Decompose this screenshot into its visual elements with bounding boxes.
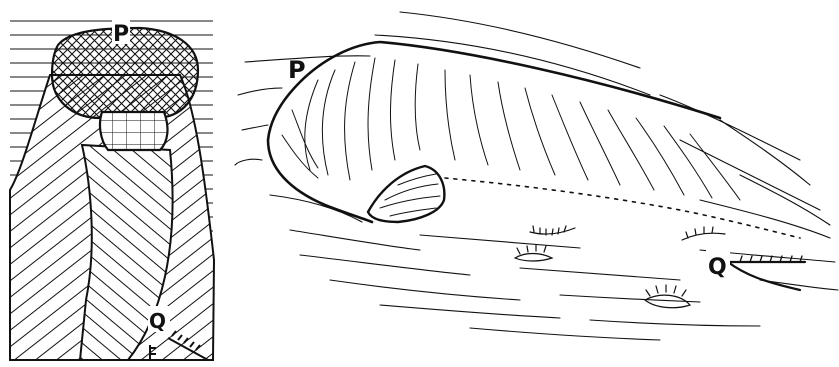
label-p-right: P <box>288 56 306 84</box>
label-p-left: P <box>113 22 129 47</box>
grid-block-fill <box>100 112 167 150</box>
scar-outline <box>268 42 720 222</box>
right-panel-landscape <box>235 12 838 340</box>
hummock-symbols <box>515 226 725 308</box>
scar-interior-hatching <box>282 58 740 200</box>
scar-lower-boundary-dotted <box>445 178 800 238</box>
label-q-right: Q <box>708 255 727 280</box>
left-panel-map: P Q <box>10 8 214 360</box>
scarp-symbol-right <box>728 262 805 290</box>
label-q-left: Q <box>149 309 166 333</box>
